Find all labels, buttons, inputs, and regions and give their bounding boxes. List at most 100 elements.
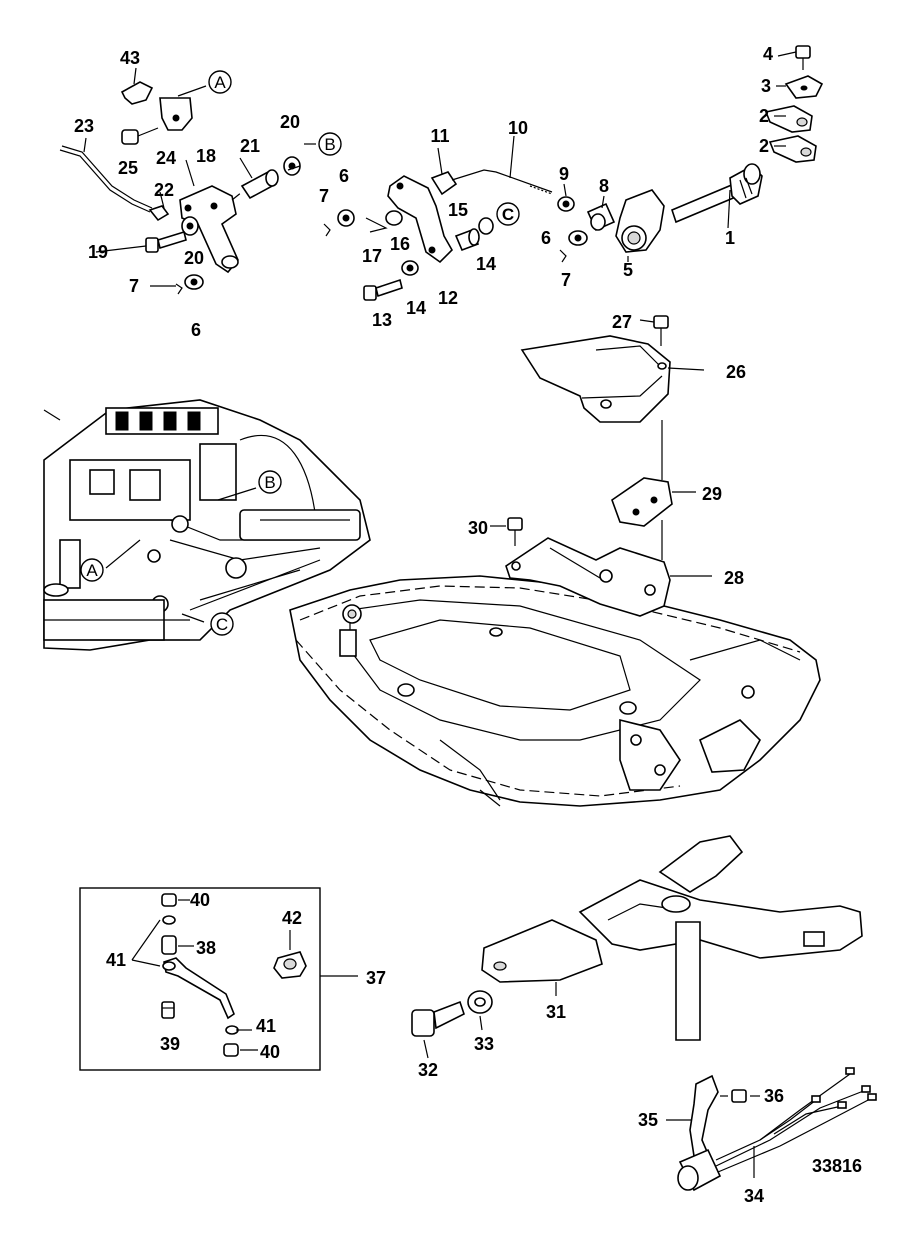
callout-10: 10 (508, 118, 528, 138)
callout-30: 30 (468, 518, 488, 538)
part-15-sleeve (454, 228, 480, 252)
callout-31: 31 (546, 1002, 566, 1022)
engine-assembly-view (43, 399, 371, 651)
callout-1: 1 (725, 228, 735, 248)
svg-text:B: B (324, 135, 335, 154)
part-28-base (505, 537, 671, 617)
ref-circle-b-engine: B (258, 470, 282, 494)
callout-14-lower: 14 (406, 298, 426, 318)
part-16-bushing (385, 210, 403, 226)
part-34-wiring-harness (677, 1067, 877, 1192)
callout-43: 43 (120, 48, 140, 68)
callout-6-left: 6 (191, 320, 201, 340)
tiller-handle-assembly (578, 835, 863, 1041)
callout-21: 21 (240, 136, 260, 156)
ref-circle-b-top: B (318, 132, 342, 156)
diagram-id-label: 33816 (812, 1156, 862, 1176)
part-41-link-arm (163, 957, 235, 1020)
callout-29: 29 (702, 484, 722, 504)
callout-25: 25 (118, 158, 138, 178)
callout-22: 22 (154, 180, 174, 200)
callout-2-lower: 2 (759, 136, 769, 156)
callout-6-mid: 6 (339, 166, 349, 186)
part-23-throttle-rod (59, 149, 151, 213)
part-35-clip (689, 1074, 719, 1157)
callout-39: 39 (160, 1034, 180, 1054)
part-12-throttle-lever (387, 175, 453, 264)
svg-text:C: C (216, 615, 228, 634)
part-25-screw (121, 127, 159, 145)
part-36-screw (720, 1089, 747, 1103)
part-26-cover (520, 335, 671, 423)
part-24-bracket (159, 97, 193, 131)
callout-23: 23 (74, 116, 94, 136)
callout-17: 17 (362, 246, 382, 266)
part-7-cotter-pin-mid (323, 223, 331, 237)
callout-24: 24 (156, 148, 176, 168)
callout-15: 15 (448, 200, 468, 220)
kit-37-box (79, 887, 321, 1071)
callout-7-mid: 7 (319, 186, 329, 206)
callout-6-right: 6 (541, 228, 551, 248)
callout-12: 12 (438, 288, 458, 308)
callout-4: 4 (763, 44, 773, 64)
callout-9: 9 (559, 164, 569, 184)
cowl-lower-pan (289, 575, 821, 807)
part-10-link-rod (451, 169, 553, 193)
ref-circle-a-top: A (208, 70, 232, 94)
ref-circle-c-mid: C (496, 202, 520, 226)
callout-42: 42 (282, 908, 302, 928)
callout-8: 8 (599, 176, 609, 196)
part-41-washer-top (162, 915, 176, 925)
callout-34: 34 (744, 1186, 764, 1206)
callout-40-lower: 40 (260, 1042, 280, 1062)
part-31-plate (481, 919, 603, 983)
callout-32: 32 (418, 1060, 438, 1080)
part-22-clip (148, 205, 170, 222)
part-21-sleeve (240, 169, 279, 200)
callout-26: 26 (726, 362, 746, 382)
callout-7-right: 7 (561, 270, 571, 290)
part-1-shaft (671, 163, 763, 224)
callout-41-left: 41 (106, 950, 126, 970)
part-4-screw (795, 45, 811, 70)
part-38-bushing (161, 935, 177, 955)
callout-3: 3 (761, 76, 771, 96)
part-13-bolt (363, 278, 403, 301)
part-30-screw (507, 517, 523, 546)
part-17-pin (365, 217, 388, 233)
part-7-cotter-pin-left (175, 283, 183, 295)
callout-14-right: 14 (476, 254, 496, 274)
part-40-nut-lower (223, 1043, 239, 1057)
part-7-cotter-pin-right (559, 249, 567, 263)
callout-38: 38 (196, 938, 216, 958)
svg-text:A: A (86, 561, 98, 580)
callout-37: 37 (366, 968, 386, 988)
part-14-washer-right (478, 217, 494, 235)
part-8-sleeve (586, 202, 616, 232)
callout-7-left: 7 (129, 276, 139, 296)
callout-20-top: 20 (280, 112, 300, 132)
callout-5: 5 (623, 260, 633, 280)
part-39-screw (161, 1001, 175, 1019)
callout-19: 19 (88, 242, 108, 262)
svg-text:A: A (214, 73, 226, 92)
part-42-grommet (273, 951, 307, 979)
callout-18: 18 (196, 146, 216, 166)
callout-27: 27 (612, 312, 632, 332)
callout-20-lower: 20 (184, 248, 204, 268)
callout-35: 35 (638, 1110, 658, 1130)
callout-36: 36 (764, 1086, 784, 1106)
svg-text:B: B (264, 473, 275, 492)
callout-28: 28 (724, 568, 744, 588)
part-19-bolt (145, 230, 187, 253)
callout-41-lower: 41 (256, 1016, 276, 1036)
part-27-screw (653, 315, 669, 346)
callout-11: 11 (430, 126, 449, 146)
callout-40-top: 40 (190, 890, 210, 910)
ref-circle-a-engine: A (80, 558, 104, 582)
callout-16: 16 (390, 234, 410, 254)
ref-circle-c-engine: C (210, 612, 234, 636)
part-43-clip (120, 81, 154, 105)
callout-13: 13 (372, 310, 392, 330)
